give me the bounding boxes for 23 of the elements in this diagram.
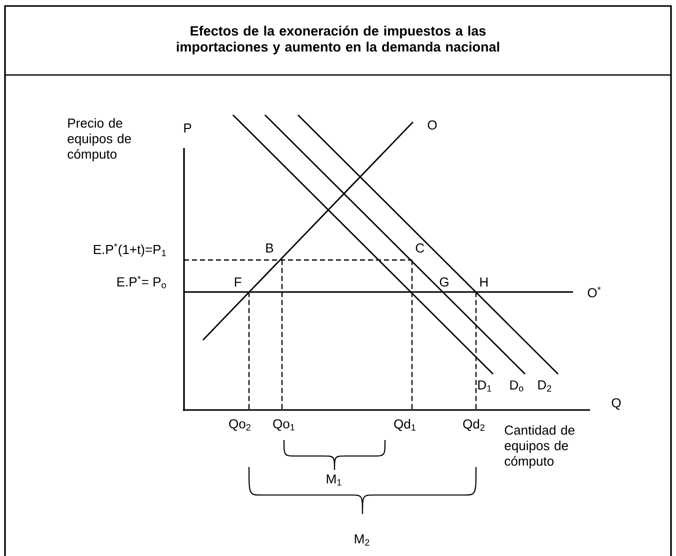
axis-label: P [184, 124, 192, 132]
brace-label: M$_{2}$ [354, 534, 370, 546]
quantity-label: Qd$_{1}$ [394, 419, 416, 431]
title: Efectos de la exoneración de impuestos a las importaciones y aumento en la demanda nacional [176, 26, 500, 54]
axis-title: Cantidad de equipos de cómputo [504, 425, 574, 468]
price-label: E.P$^{*}$(1+t)=P$_{1}$ [94, 243, 166, 257]
curve-label: D$_{o}$ [510, 380, 524, 392]
quantity-label: Qo$_{2}$ [229, 419, 250, 431]
quantity-label: Qo$_{1}$ [273, 419, 294, 431]
axis-label: Q [612, 398, 621, 410]
curve-label: D$_{1}$ [478, 380, 492, 392]
axis-title: Precio de equipos de cómputo [68, 118, 131, 162]
curve-label: O$^{*}$ [588, 286, 601, 298]
curve-label: O [428, 120, 437, 130]
price-label: E.P$^{*}$= P$_{o}$ [117, 276, 166, 288]
point-label: B [266, 244, 274, 252]
point-label: H [480, 278, 488, 286]
quantity-label: Qd$_{2}$ [463, 419, 484, 431]
point-label: F [234, 278, 242, 286]
point-label: G [440, 277, 448, 287]
point-label: C [416, 243, 424, 253]
curve-label: D$_{2}$ [538, 380, 552, 392]
brace-label: M$_{1}$ [326, 474, 342, 486]
